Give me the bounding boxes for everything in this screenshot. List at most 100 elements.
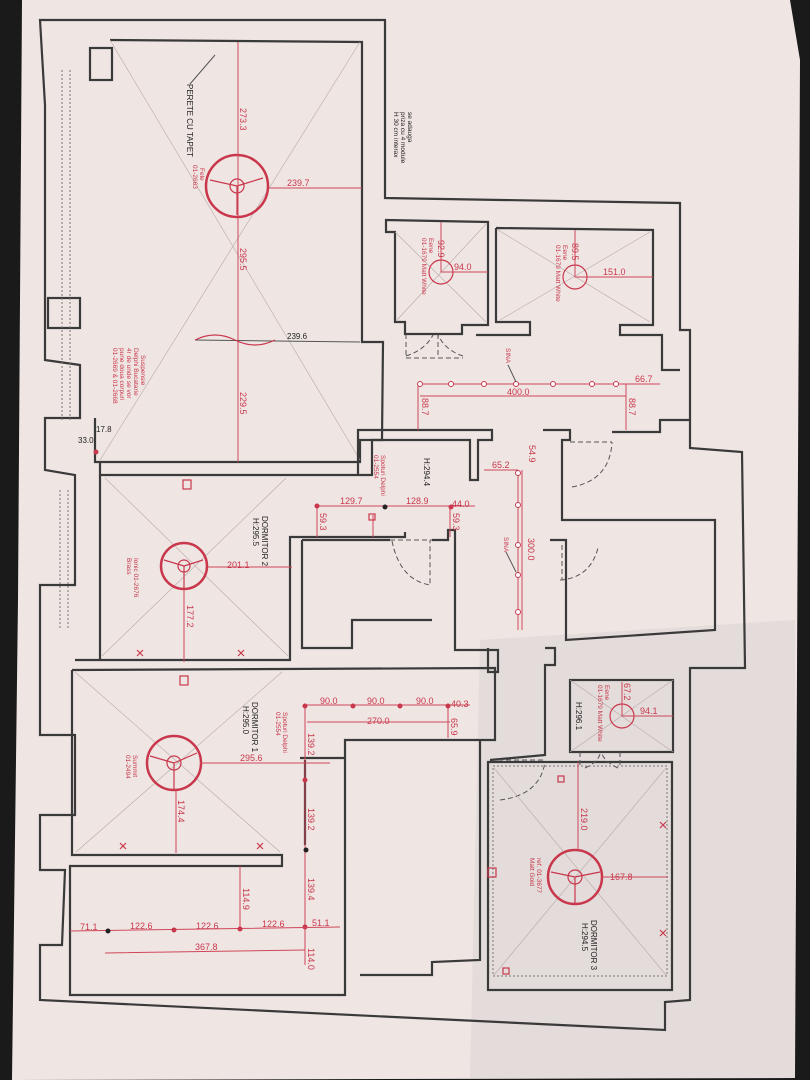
living-diagonals xyxy=(99,39,361,461)
dim-label: 17.8 xyxy=(96,425,112,434)
plan-label: 400.0 xyxy=(507,387,530,397)
dimension-line xyxy=(237,42,362,462)
plan-label: 114.0 xyxy=(306,948,316,970)
lamp-label: Fele xyxy=(198,168,205,181)
plan-label: 67.2 xyxy=(622,683,632,701)
plan-label: Matt Gold xyxy=(528,858,535,887)
dim-label: 295.5 xyxy=(238,248,248,271)
plan-label: 01-2554 xyxy=(274,712,281,736)
plan-label: priza cu 4 module xyxy=(399,112,406,164)
plan-label: 4r de unde se vor xyxy=(125,348,132,399)
room-title: DORMITOR 2 xyxy=(260,516,269,567)
plan-label: 88.7 xyxy=(627,398,637,416)
plan-label: 122.6 xyxy=(196,921,219,931)
plan-label: 44.0 xyxy=(452,499,470,509)
plan-label: pune doua corpuri xyxy=(118,348,125,400)
dimension-line xyxy=(194,339,361,343)
wave-symbol xyxy=(194,334,276,346)
door-swing xyxy=(498,759,546,801)
plan-label: 167.8 xyxy=(610,872,633,882)
plan-label: 65.9 xyxy=(449,718,459,736)
plan-label: 219.0 xyxy=(579,808,589,831)
dim-label: 273.3 xyxy=(238,108,248,131)
room-height: H:295.5 xyxy=(251,518,260,547)
plan-label: H:294.4 xyxy=(422,458,431,487)
plan-label: Brass xyxy=(125,558,132,575)
plan-label: 01-1679 Matt White xyxy=(420,238,427,295)
wall-note: PERETE CU TAPET xyxy=(185,84,194,157)
wall-block xyxy=(88,46,114,82)
plan-label: 90.0 xyxy=(416,696,434,706)
plan-label: 66.7 xyxy=(635,374,653,384)
door-swing xyxy=(405,334,464,359)
plan-label: 65.2 xyxy=(492,460,510,470)
plan-label: 367.8 xyxy=(195,942,218,952)
plan-label: 01-2494 xyxy=(124,755,131,779)
room-dormitor-2 xyxy=(75,475,407,662)
plan-label: H 30 cm interax xyxy=(392,112,399,158)
plan-label: H:296.1 xyxy=(574,702,583,731)
plan-label: se adauga xyxy=(406,112,413,143)
dim-label: 229.5 xyxy=(238,392,248,415)
hall-walls xyxy=(98,418,717,642)
plan-label: 01-2554 xyxy=(372,455,379,479)
door-swing xyxy=(559,441,613,581)
room-height: H:294.5 xyxy=(580,923,589,952)
room-bath-2 xyxy=(476,226,680,372)
plan-label: SINA xyxy=(502,537,509,553)
plan-label: 128.9 xyxy=(406,496,429,506)
plan-label: 174.4 xyxy=(176,800,186,823)
track-rail xyxy=(417,383,660,430)
plan-label: Delphi Bucatarie xyxy=(132,348,139,396)
plan-label: 139.4 xyxy=(306,878,316,901)
outer-wall xyxy=(38,18,747,1032)
plan-label: 151.0 xyxy=(603,267,626,277)
room-bath-1 xyxy=(384,218,490,336)
plan-label: Eene xyxy=(427,238,434,254)
plan-label: 94.1 xyxy=(640,706,658,716)
outlet-note: se adauga priza cu 4 module H 30 cm inte… xyxy=(392,112,413,164)
room-title: DORMITOR 3 xyxy=(589,920,598,971)
corridor-walls xyxy=(489,646,557,762)
plan-label: SINA xyxy=(504,348,511,364)
room-dormitor-3 xyxy=(486,760,674,992)
plan-label: 01-2669 & 01-2668 xyxy=(111,348,118,404)
plan-label: 40.3 xyxy=(451,699,469,709)
plan-label: Eene xyxy=(603,685,610,701)
room-dormitor-1 xyxy=(68,666,497,997)
plan-label: 90.0 xyxy=(367,696,385,706)
pendant-lamp-icon xyxy=(204,153,270,219)
dim-label: 239.6 xyxy=(287,332,308,341)
plan-label: 122.6 xyxy=(130,921,153,931)
plan-label: 01-1679 Matt White xyxy=(596,685,603,742)
plan-label: 114.9 xyxy=(241,888,251,910)
track-rail xyxy=(484,469,523,630)
room-title: DORMITOR 1 xyxy=(250,702,259,753)
room-height: H:295.0 xyxy=(241,706,250,735)
switch-icon xyxy=(119,649,667,937)
plan-label: 54.9 xyxy=(527,445,537,463)
plan-label: 90.0 xyxy=(320,696,338,706)
track-spots xyxy=(417,381,619,387)
plan-label: 94.0 xyxy=(454,262,472,272)
lamp-code: 01-2663 xyxy=(191,165,198,189)
plan-label: ref. 01-3677 xyxy=(535,858,542,893)
plan-label: Spoturi Delphi xyxy=(281,712,288,753)
door-swing xyxy=(579,752,621,769)
pendant-note: Suspensie Delphi Bucatarie 4r de unde se… xyxy=(111,348,146,404)
plan-label: 139.2 xyxy=(306,733,316,756)
plan-label: 129.7 xyxy=(340,496,363,506)
plan-label: Summit xyxy=(131,755,138,777)
plan-label: 01-1679 Matt White xyxy=(554,245,561,302)
paper-shadow xyxy=(470,620,795,1078)
plan-label: 51.1 xyxy=(312,918,330,928)
plan-label: 295.6 xyxy=(240,753,263,763)
plan-label: 122.6 xyxy=(262,919,285,929)
plan-label: Spoturi Delphi xyxy=(379,455,386,496)
plan-label: Eene xyxy=(561,245,568,261)
plan-label: 177.2 xyxy=(185,605,195,628)
plan-label: 59.3 xyxy=(318,513,328,531)
plan-label: 201.1 xyxy=(227,560,250,570)
plan-label: 89.5 xyxy=(570,243,580,261)
